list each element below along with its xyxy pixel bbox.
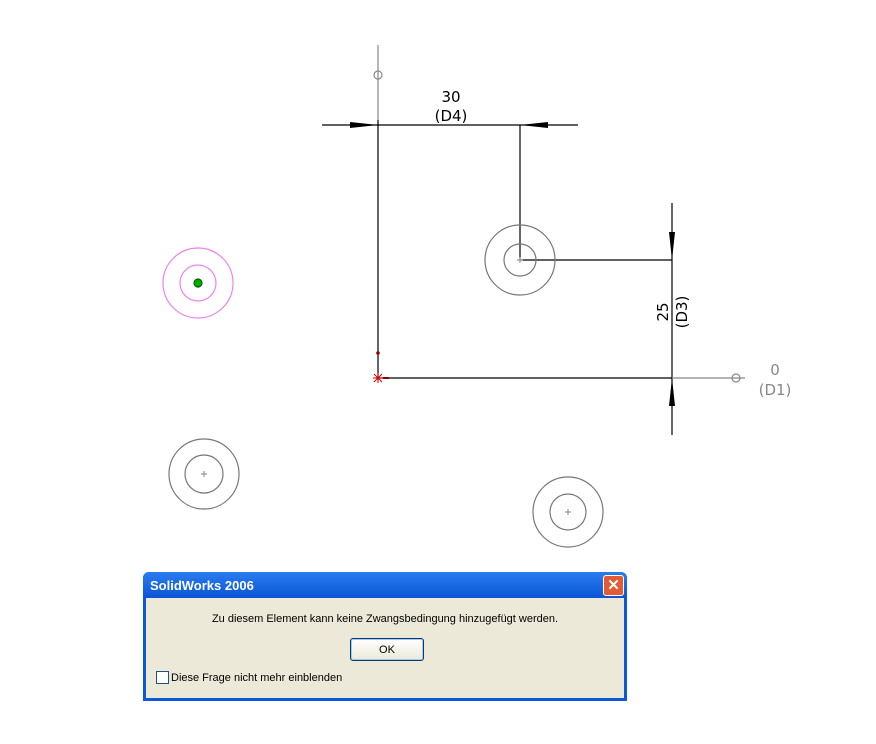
dimension-arrows: [350, 122, 675, 406]
dialog-titlebar[interactable]: SolidWorks 2006 ✕: [143, 572, 627, 598]
hole-selected[interactable]: [162, 247, 234, 319]
dimension-value-d4[interactable]: 30: [441, 88, 460, 106]
dont-show-again-row[interactable]: Diese Frage nicht mehr einblenden: [156, 671, 342, 684]
dialog-title: SolidWorks 2006: [150, 577, 254, 593]
dimension-name-d4[interactable]: (D4): [435, 107, 468, 125]
arrow-left-icon: [520, 122, 548, 128]
ok-button[interactable]: OK: [350, 638, 424, 661]
hole-bottom-right[interactable]: [532, 476, 604, 548]
dimension-value-d1[interactable]: 0: [770, 361, 780, 379]
endpoint[interactable]: [731, 373, 741, 383]
center-point-selected[interactable]: [193, 278, 203, 288]
message-dialog: SolidWorks 2006 ✕ Zu diesem Element kann…: [143, 572, 627, 701]
arrow-down-icon: [669, 232, 675, 260]
arrow-up-icon: [669, 378, 675, 406]
arrow-right-icon: [350, 122, 378, 128]
dont-show-again-label[interactable]: Diese Frage nicht mehr einblenden: [171, 671, 343, 684]
endpoint[interactable]: [373, 70, 383, 80]
sketch-point[interactable]: [376, 351, 380, 355]
hole-top-right[interactable]: [484, 224, 556, 296]
hole-bottom-left[interactable]: [168, 438, 240, 510]
dimension-name-d1[interactable]: (D1): [759, 381, 792, 399]
dimension-value-d3[interactable]: 25: [654, 302, 672, 321]
close-button[interactable]: ✕: [603, 574, 624, 596]
dialog-body: Zu diesem Element kann keine Zwangsbedin…: [146, 598, 624, 698]
origin-icon[interactable]: [373, 373, 389, 383]
dialog-message: Zu diesem Element kann keine Zwangsbedin…: [211, 613, 559, 625]
dimension-name-d3[interactable]: (D3): [673, 296, 691, 329]
dont-show-again-checkbox[interactable]: [156, 671, 169, 684]
close-icon: ✕: [607, 577, 620, 594]
